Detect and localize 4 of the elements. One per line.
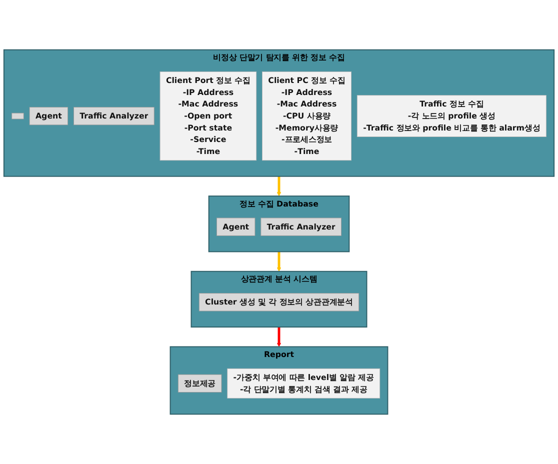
arrow	[276, 176, 282, 196]
node-box	[12, 112, 24, 120]
arrow	[276, 327, 282, 347]
arrow	[276, 252, 282, 272]
